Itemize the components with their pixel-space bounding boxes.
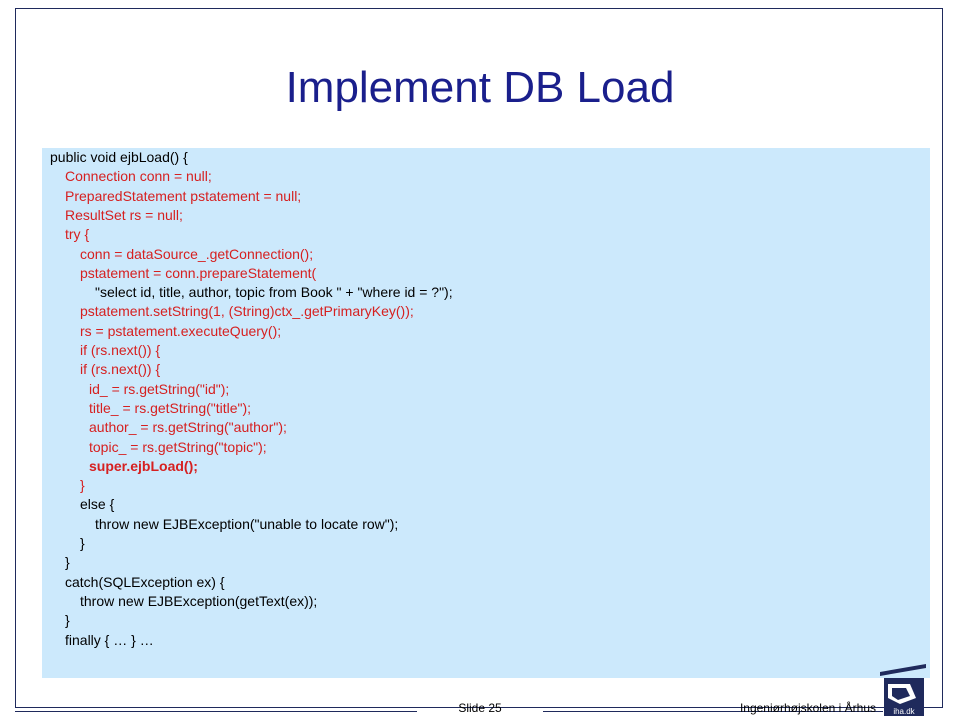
institution-name: Ingeniørhøjskolen i Århus [739, 701, 876, 715]
code-line: ResultSet rs = null; [65, 206, 183, 223]
code-line: throw new EJBException("unable to locate… [95, 515, 399, 532]
code-line: throw new EJBException(getText(ex)); [80, 592, 318, 609]
code-line: } [65, 554, 70, 571]
code-line: rs = pstatement.executeQuery(); [80, 322, 282, 339]
code-line: conn = dataSource_.getConnection(); [80, 245, 314, 262]
logo-text: iha.dk [893, 707, 915, 716]
slide-frame [15, 8, 943, 708]
slide-title: Implement DB Load [285, 63, 675, 112]
footer-divider-left [15, 711, 417, 712]
code-line: pstatement.setString(1, (String)ctx_.get… [80, 303, 414, 320]
code-line: } [80, 535, 85, 551]
code-line: finally { … } … [65, 631, 154, 648]
code-line: pstatement = conn.prepareStatement( [80, 264, 317, 281]
code-line: "select id, title, author, topic from Bo… [95, 284, 453, 301]
code-line: if (rs.next()) { [80, 342, 161, 358]
code-line: author_ = rs.getString("author"); [89, 419, 287, 436]
code-line: id_ = rs.getString("id"); [89, 380, 230, 397]
code-line: public void ejbLoad() { [50, 149, 188, 165]
code-line: try { [65, 226, 90, 243]
code-line: else { [80, 496, 115, 513]
code-line: } [65, 612, 70, 629]
code-line: } [80, 477, 85, 494]
code-line: Connection conn = null; [65, 168, 212, 185]
code-block: public void ejbLoad() { Connection conn =… [42, 148, 930, 678]
footer-divider-right [543, 711, 883, 712]
slide-number: Slide 25 [458, 701, 502, 715]
code-line: PreparedStatement pstatement = null; [65, 187, 302, 204]
code-line: title_ = rs.getString("title"); [89, 399, 252, 416]
code-line: super.ejbLoad(); [89, 457, 198, 474]
iha-logo-icon: iha.dk [880, 664, 926, 716]
code-line: catch(SQLException ex) { [65, 573, 225, 590]
code-line: topic_ = rs.getString("topic"); [89, 438, 267, 455]
code-line: if (rs.next()) { [80, 361, 161, 378]
